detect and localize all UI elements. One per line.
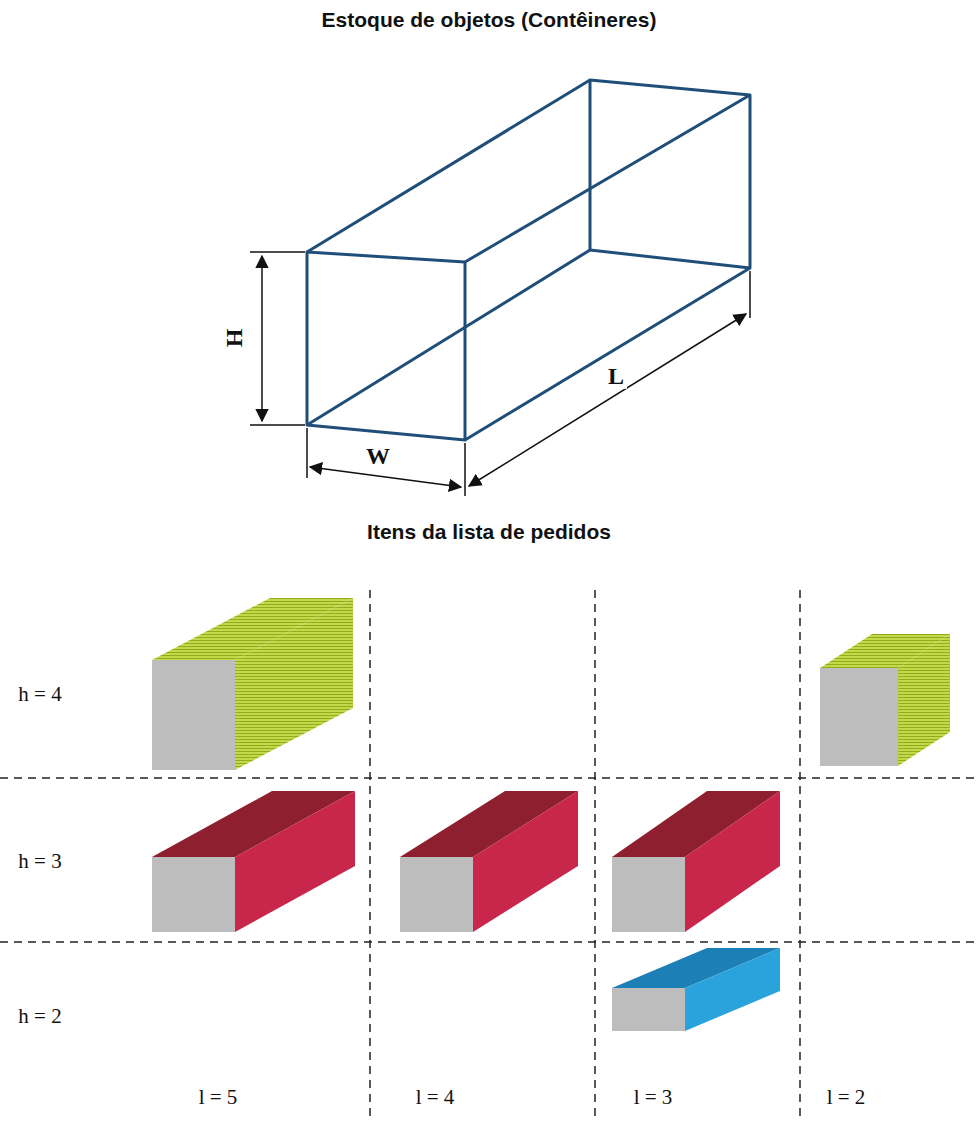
order-items bbox=[152, 598, 950, 1031]
item-face bbox=[898, 634, 950, 766]
item-face bbox=[612, 988, 685, 1031]
row-label: h = 3 bbox=[15, 850, 64, 873]
column-label: l = 5 bbox=[196, 1086, 241, 1109]
dimension-label: L bbox=[605, 363, 627, 389]
title: Estoque de objetos (Contêineres) bbox=[322, 8, 657, 31]
dimension-label: W bbox=[363, 443, 393, 469]
dashed-grid bbox=[0, 590, 977, 1122]
column-label: l = 4 bbox=[413, 1086, 458, 1109]
item-face bbox=[152, 857, 235, 932]
container-wireframe bbox=[307, 80, 750, 440]
item-face bbox=[685, 791, 780, 932]
row-label: h = 2 bbox=[15, 1005, 64, 1028]
item-face bbox=[612, 857, 685, 932]
section-heading: Itens da lista de pedidos bbox=[367, 520, 611, 543]
dimension-label: H bbox=[221, 326, 247, 351]
item-face bbox=[820, 668, 898, 766]
item-face bbox=[152, 660, 235, 770]
column-label: l = 3 bbox=[631, 1086, 676, 1109]
item-face bbox=[473, 791, 578, 932]
item-face bbox=[685, 948, 780, 1031]
dimension-lines bbox=[250, 252, 750, 496]
column-label: l = 2 bbox=[824, 1086, 869, 1109]
item-face bbox=[400, 857, 473, 932]
row-label: h = 4 bbox=[15, 683, 64, 706]
item-face bbox=[235, 791, 355, 932]
item-face bbox=[235, 598, 353, 770]
